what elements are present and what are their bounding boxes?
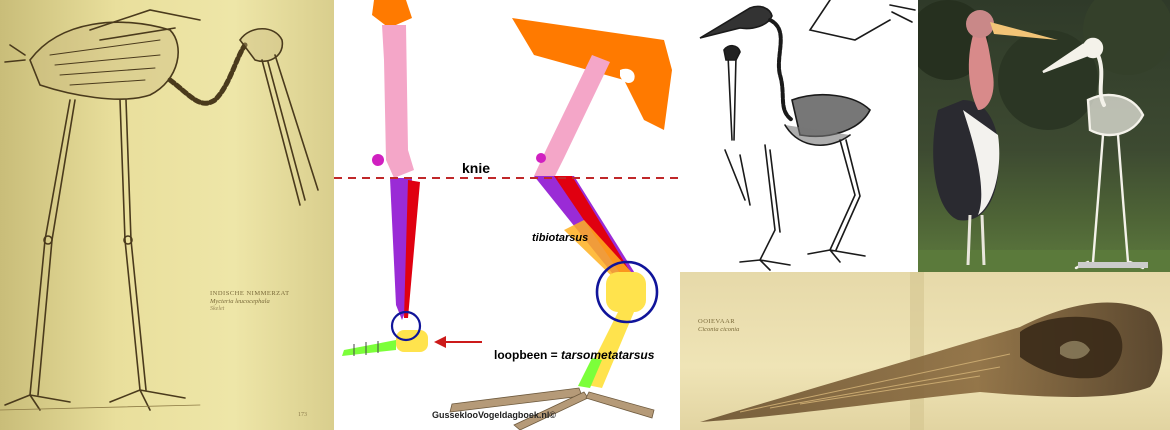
page-number: 173 [298,412,307,418]
credit-watermark: GusseklooVogeldagboek.nl© [432,410,556,420]
leg-bones-diagram [334,0,680,430]
skull-caption: Ooievaar Ciconia ciconia [698,318,739,334]
left-femur [382,25,414,178]
caption-latin-name: Mycteria leucocephala [210,298,270,306]
stork-skull-page-panel: Ooievaar Ciconia ciconia [680,272,1170,430]
label-loopbeen-prefix: loopbeen = [494,348,562,362]
skull-caption-latin: Ciconia ciconia [698,326,740,334]
caption-species-name: Indische Nimmerzat [210,290,290,297]
book-page-skeleton-panel: Indische Nimmerzat Mycteria leucocephala… [0,0,334,430]
arrow-left-icon [434,336,482,348]
right-tarsometatarsus [606,272,646,312]
left-toes [342,340,396,356]
bw-stork-skeleton [699,0,916,271]
bw-skeleton-sketch-panel [680,0,918,272]
label-loopbeen: loopbeen = tarsometatarsus [494,348,654,362]
left-fibula [404,180,420,318]
left-pelvis [372,0,412,28]
stork-skull-drawing [700,272,1163,430]
label-knie: knie [462,160,491,176]
marabou-photo-panel [918,0,1170,272]
left-tarsometatarsus [396,330,428,352]
live-marabou-stork [933,10,1058,266]
right-femur [534,55,610,178]
label-tibiotarsus: tibiotarsus [532,232,589,244]
right-knee-circle [595,260,659,324]
leg-anatomy-diagram-panel: knie tibiotarsus loopbeen = tarsometatar… [334,0,680,430]
book-caption: Indische Nimmerzat Mycteria leucocephala… [210,290,290,314]
caption-subtitle: Skelet [210,306,225,313]
marabou-and-skeleton-photo [918,0,1170,272]
label-tarsometatarsus: tarsometatarsus [561,348,655,362]
right-pelvis [512,18,672,130]
skull-caption-name: Ooievaar [698,318,736,325]
left-ankle-circle [390,310,422,342]
stork-skeleton-drawing [0,9,319,411]
